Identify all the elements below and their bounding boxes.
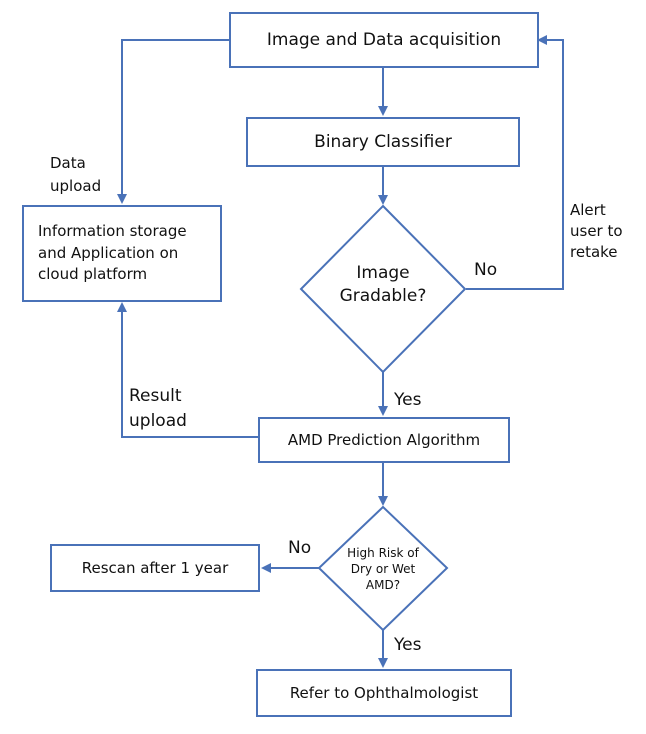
gradable-label: Image Gradable? bbox=[339, 263, 427, 306]
amd-algorithm-label: AMD Prediction Algorithm bbox=[287, 431, 481, 449]
acquisition-box: Image and Data acquisition bbox=[229, 12, 539, 68]
alert-label: Alert user to retake bbox=[570, 201, 623, 261]
classifier-label: Binary Classifier bbox=[314, 132, 452, 152]
gradable-yes-label: Yes bbox=[394, 390, 422, 410]
refer-box: Refer to Ophthalmologist bbox=[256, 669, 512, 717]
risk-label: High Risk of Dry or Wet AMD? bbox=[347, 546, 419, 593]
risk-decision-diamond bbox=[317, 505, 449, 632]
gradable-decision-diamond bbox=[299, 204, 467, 374]
result-upload-label: Result upload bbox=[129, 386, 187, 431]
storage-label: Information storage and Application on c… bbox=[38, 221, 187, 284]
arrow-gradable-no-to-acquisition bbox=[466, 35, 564, 290]
storage-box: Information storage and Application on c… bbox=[22, 205, 222, 302]
rescan-label: Rescan after 1 year bbox=[81, 559, 229, 577]
amd-algorithm-box: AMD Prediction Algorithm bbox=[258, 417, 510, 463]
acquisition-label: Image and Data acquisition bbox=[266, 30, 502, 50]
classifier-box: Binary Classifier bbox=[246, 117, 520, 167]
gradable-no-label: No bbox=[474, 260, 498, 280]
data-upload-label: Data upload bbox=[50, 154, 102, 195]
arrow-amd-to-storage bbox=[117, 302, 258, 438]
refer-label: Refer to Ophthalmologist bbox=[289, 684, 479, 702]
arrow-acquisition-to-storage bbox=[117, 39, 229, 204]
risk-yes-label: Yes bbox=[394, 635, 422, 655]
rescan-box: Rescan after 1 year bbox=[50, 544, 260, 592]
risk-no-label: No bbox=[288, 538, 312, 558]
